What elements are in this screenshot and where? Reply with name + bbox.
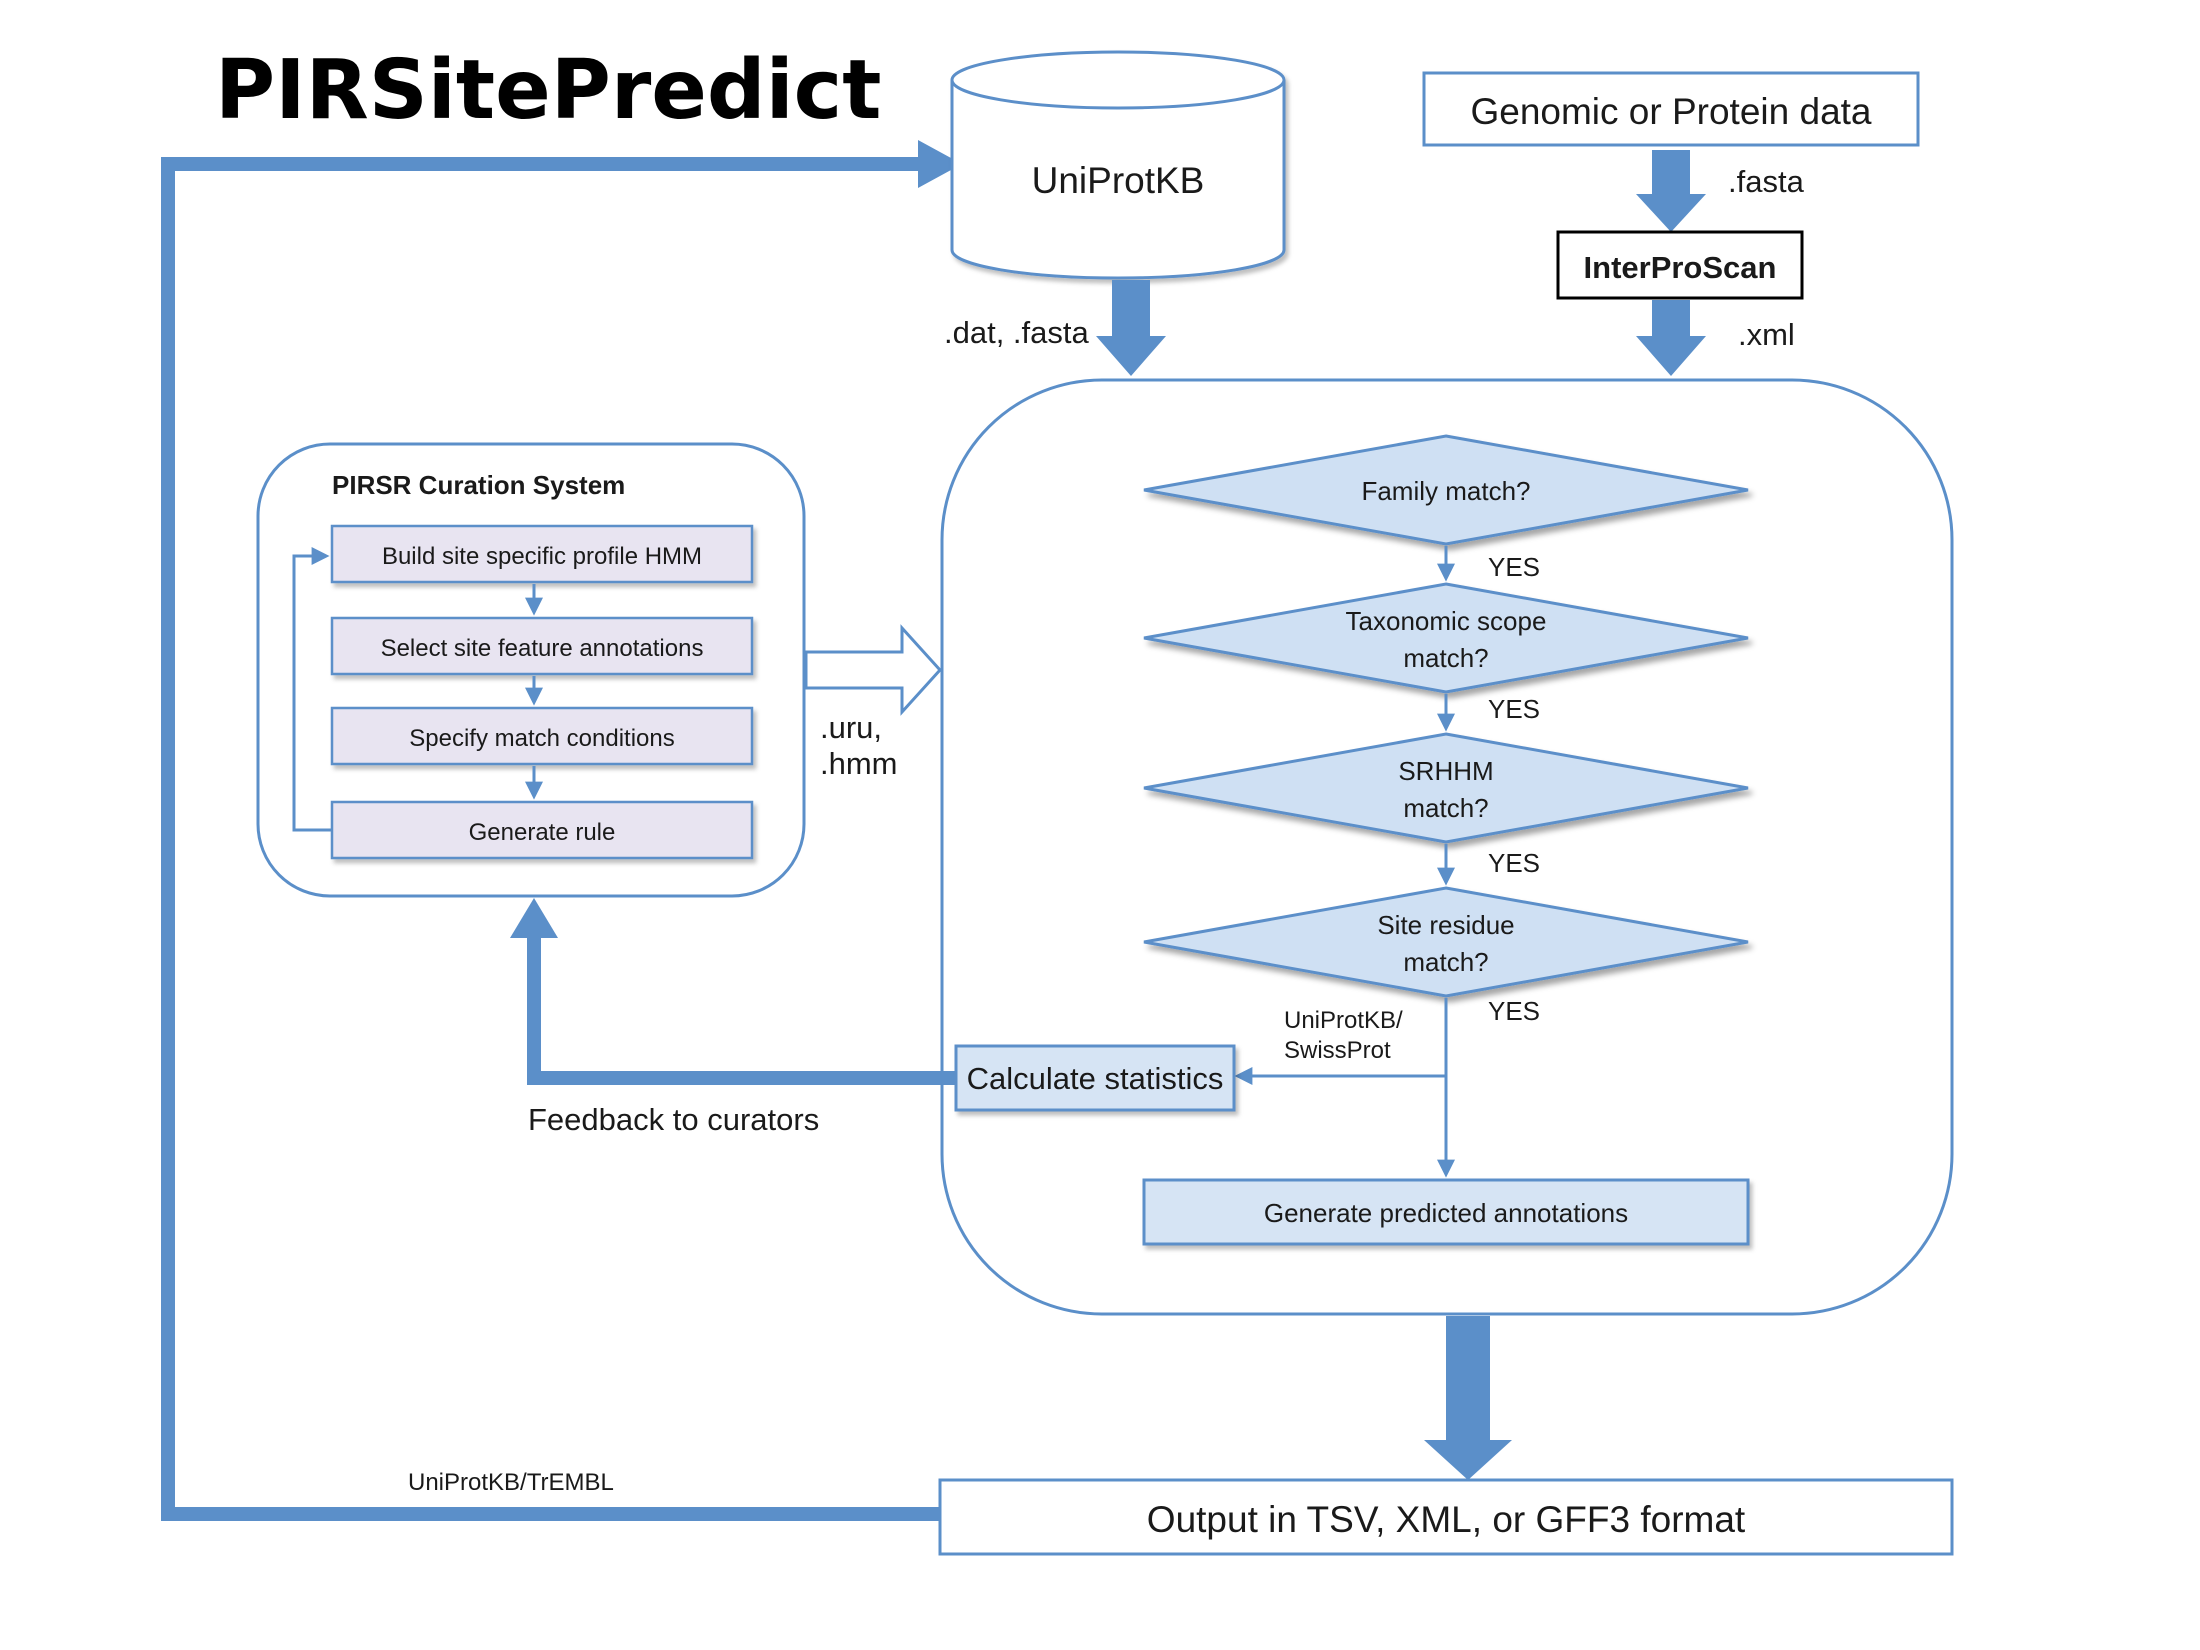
trembl-label: UniProtKB/TrEMBL <box>408 1469 614 1496</box>
diagram-title: PIRSitePredict <box>215 43 882 138</box>
curation-step <box>330 616 754 676</box>
curation-step <box>330 706 754 766</box>
yes-label: YES <box>1488 996 1540 1026</box>
predicted-annotations-label: Generate predicted annotations <box>1264 1198 1628 1228</box>
uniprotkb-label: UniProtKB <box>1032 160 1205 201</box>
yes-connectors <box>1234 546 1455 1178</box>
yes-label: YES <box>1488 552 1540 582</box>
predicted-annotations-box <box>1142 1178 1750 1246</box>
decision-label: Site residue <box>1377 910 1514 940</box>
curation-step-label: Generate rule <box>469 819 616 846</box>
decision-label-line2: match? <box>1403 643 1488 673</box>
decision-label-line2: match? <box>1403 793 1488 823</box>
decision-label: SRHHM <box>1398 756 1493 786</box>
input-data-box <box>1422 71 1920 147</box>
rules-transfer-arrow <box>804 624 943 716</box>
hmm-format-label: .hmm <box>820 746 898 781</box>
swissprot-label-line2: SwissProt <box>1284 1037 1391 1064</box>
curation-step-connectors <box>292 547 543 832</box>
curation-step-label: Build site specific profile HMM <box>382 543 702 570</box>
curation-step-label: Specify match conditions <box>409 725 674 752</box>
feedback-arrow <box>510 898 956 1085</box>
input-data-label: Genomic or Protein data <box>1470 91 1871 132</box>
interproscan-box <box>1556 230 1804 300</box>
uniprotkb-database <box>950 50 1286 280</box>
dat-fasta-format-label: .dat, .fasta <box>944 315 1090 350</box>
fasta-format-label: .fasta <box>1728 164 1805 199</box>
curation-step-label: Select site feature annotations <box>381 635 704 662</box>
uru-format-label: .uru, <box>820 710 882 745</box>
calculate-statistics-box <box>954 1044 1236 1112</box>
swissprot-label: UniProtKB/ <box>1284 1007 1403 1034</box>
curation-system-title: PIRSR Curation System <box>332 470 625 500</box>
decision-srhhm <box>1143 732 1749 844</box>
xml-format-label: .xml <box>1738 317 1795 352</box>
decision-label: Taxonomic scope <box>1346 606 1547 636</box>
yes-label: YES <box>1488 848 1540 878</box>
output-arrow <box>1424 1316 1512 1480</box>
interproscan-label: InterProScan <box>1584 250 1777 285</box>
feedback-label: Feedback to curators <box>528 1102 819 1137</box>
curation-step <box>330 524 754 584</box>
decision-taxonomic-scope <box>1143 582 1749 694</box>
decision-label-line2: match? <box>1403 947 1488 977</box>
curation-step <box>330 800 754 860</box>
xml-arrow <box>1636 300 1706 376</box>
decision-family-match <box>1143 434 1749 546</box>
dat-fasta-arrow <box>1096 280 1166 376</box>
output-box <box>938 1478 1954 1556</box>
decision-site-residue <box>1143 886 1749 998</box>
decision-label: Family match? <box>1361 476 1530 506</box>
trembl-loop-arrow <box>161 140 962 1521</box>
output-label: Output in TSV, XML, or GFF3 format <box>1147 1499 1746 1540</box>
yes-label: YES <box>1488 694 1540 724</box>
fasta-arrow <box>1636 150 1706 232</box>
calculate-statistics-label: Calculate statistics <box>967 1061 1224 1096</box>
